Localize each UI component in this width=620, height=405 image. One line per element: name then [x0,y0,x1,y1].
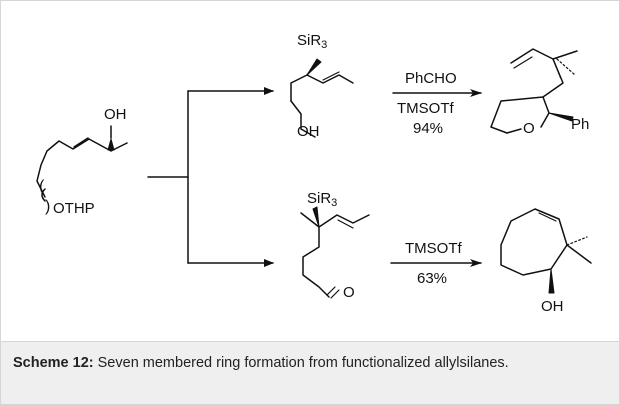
start-oh-label: OH [104,106,127,123]
bottom-product-oh-label: OH [541,298,564,315]
scheme-caption: Scheme 12: Seven membered ring formation… [1,341,619,404]
branch-lines [147,87,274,267]
labels: OH ( ) OTHP SiR3 OH PhCHO TMSOTf 94% O P… [39,32,589,315]
start-othp-label: OTHP [53,200,95,217]
top-product-o-label: O [523,120,535,137]
top-product-ph-label: Ph [571,116,589,133]
bottom-reagent-tmsotf: TMSOTf [405,240,462,257]
top-reagent-tmsotf: TMSOTf [397,100,454,117]
starting-material-structure [36,125,128,202]
top-product-structure [490,48,578,134]
caption-label: Scheme 12: [13,355,94,371]
bottom-o-label: O [343,284,355,301]
bottom-silyl-label: SiR3 [307,190,337,209]
bottom-intermediate-structure [300,206,370,299]
top-yield: 94% [413,120,443,137]
bottom-yield: 63% [417,270,447,287]
top-intermediate-structure [290,58,354,138]
reaction-scheme: OH ( ) OTHP SiR3 OH PhCHO TMSOTf 94% O P… [36,32,592,315]
top-silyl-label: SiR3 [297,32,327,51]
top-oh-label: OH [297,123,320,140]
bottom-product-structure [500,208,592,294]
start-paren-label: ( [39,178,45,195]
caption-text: Seven membered ring formation from funct… [93,355,509,371]
start-paren-close: ) [45,198,50,215]
top-reagent-phcho: PhCHO [405,70,457,87]
